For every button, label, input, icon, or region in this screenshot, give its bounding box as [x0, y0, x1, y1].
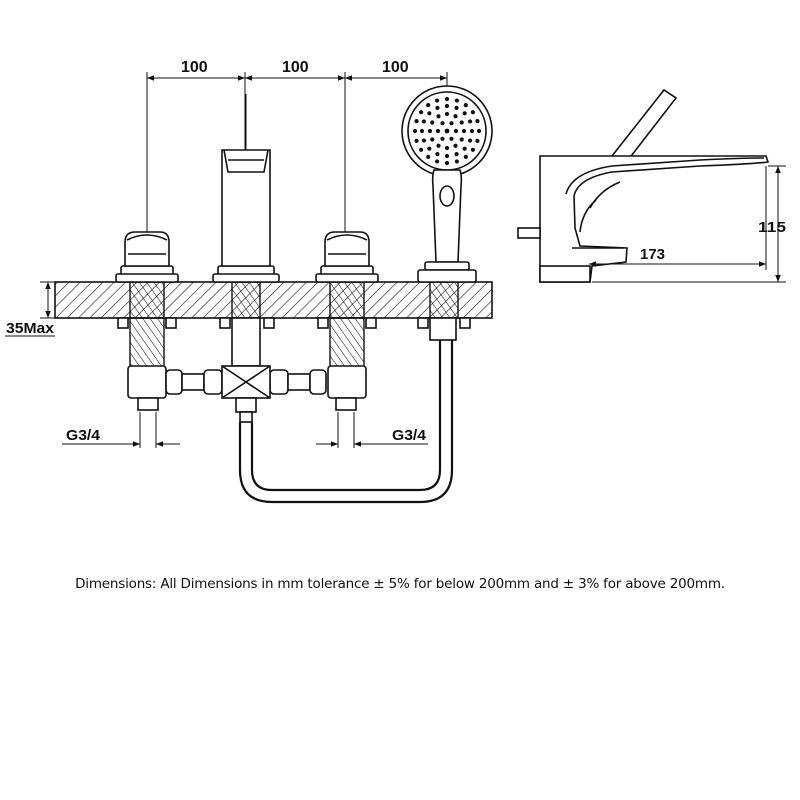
dimension-label-deck-max: 35Max	[6, 320, 55, 337]
thread-dimension-right: G3/4	[316, 412, 428, 448]
deck-thickness-dimension: 35Max	[5, 281, 56, 337]
nozzle-dot	[454, 98, 459, 103]
nozzle-dot	[475, 138, 480, 143]
nozzle-dot	[467, 138, 473, 143]
left-valve-handle	[115, 231, 179, 283]
dimension-label-spacing-2: 100	[282, 59, 309, 76]
nozzle-dot	[470, 110, 475, 115]
nozzle-dot	[419, 128, 425, 134]
nozzle-dot	[427, 128, 433, 134]
nozzle-dot	[449, 121, 454, 126]
nozzle-dot	[421, 119, 427, 124]
dimension-label-thread-left: G3/4	[66, 427, 101, 444]
nozzle-dot	[419, 110, 424, 115]
nozzle-dot	[475, 119, 480, 124]
nozzle-dot	[412, 128, 418, 134]
nozzle-dot	[444, 128, 450, 134]
centre-spout	[212, 94, 280, 283]
nozzle-dot	[461, 128, 467, 134]
nozzle-dot	[462, 111, 467, 116]
dimension-label-spout-height: 115	[758, 219, 786, 236]
nozzle-dot	[436, 114, 441, 119]
nozzle-dot	[459, 120, 464, 125]
under-deck-assembly	[117, 317, 471, 504]
nozzle-dot	[440, 121, 445, 126]
nozzle-dot	[459, 137, 464, 142]
nozzle-dot	[435, 151, 440, 157]
nozzle-dot	[462, 146, 467, 151]
nozzle-dot	[414, 138, 419, 143]
nozzle-dot	[419, 147, 424, 152]
nozzle-dot	[414, 119, 419, 124]
nozzle-dot	[435, 128, 441, 134]
nozzle-dot	[444, 111, 450, 117]
nozzle-dot	[454, 105, 459, 111]
nozzle-dot	[444, 145, 450, 151]
nozzle-dot	[454, 151, 459, 157]
nozzle-dot	[440, 136, 445, 141]
nozzle-dot	[463, 103, 468, 108]
technical-drawing: 100 100 100 35Max	[5, 59, 786, 504]
nozzle-dot	[470, 147, 475, 152]
nozzle-dot	[427, 146, 432, 151]
nozzle-dot	[444, 96, 450, 102]
shower-nozzles	[412, 96, 482, 166]
side-elevation: 173 115	[517, 88, 786, 283]
dimension-label-spout-reach: 173	[640, 246, 665, 263]
nozzle-dot	[430, 120, 435, 125]
thread-dimension-left: G3/4	[62, 412, 180, 448]
nozzle-dot	[454, 159, 459, 164]
front-elevation: 100 100 100 35Max	[5, 59, 493, 504]
dimension-label-thread-right: G3/4	[392, 427, 427, 444]
nozzle-dot	[444, 153, 450, 159]
top-dimension-chain: 100 100 100	[146, 59, 448, 232]
nozzle-dot	[435, 105, 440, 111]
nozzle-dot	[453, 114, 458, 119]
dimension-label-spacing-1: 100	[181, 59, 208, 76]
dimensions-caption: Dimensions: All Dimensions in mm toleran…	[75, 576, 725, 592]
nozzle-dot	[435, 159, 440, 164]
nozzle-dot	[430, 137, 435, 142]
hand-shower	[401, 85, 493, 283]
nozzle-dot	[435, 98, 440, 103]
nozzle-dot	[453, 143, 458, 148]
nozzle-dot	[421, 138, 427, 143]
nozzle-dot	[426, 103, 431, 108]
dimension-label-spacing-3: 100	[382, 59, 409, 76]
nozzle-dot	[436, 143, 441, 148]
deck-section	[54, 281, 493, 319]
nozzle-dot	[467, 119, 473, 124]
nozzle-dot	[444, 160, 450, 166]
nozzle-dot	[476, 128, 482, 134]
nozzle-dot	[426, 154, 431, 159]
nozzle-dot	[444, 103, 450, 109]
nozzle-dot	[449, 136, 454, 141]
nozzle-dot	[469, 128, 475, 134]
nozzle-dot	[463, 154, 468, 159]
nozzle-dot	[453, 128, 459, 134]
right-valve-handle	[315, 231, 379, 283]
nozzle-dot	[427, 111, 432, 116]
